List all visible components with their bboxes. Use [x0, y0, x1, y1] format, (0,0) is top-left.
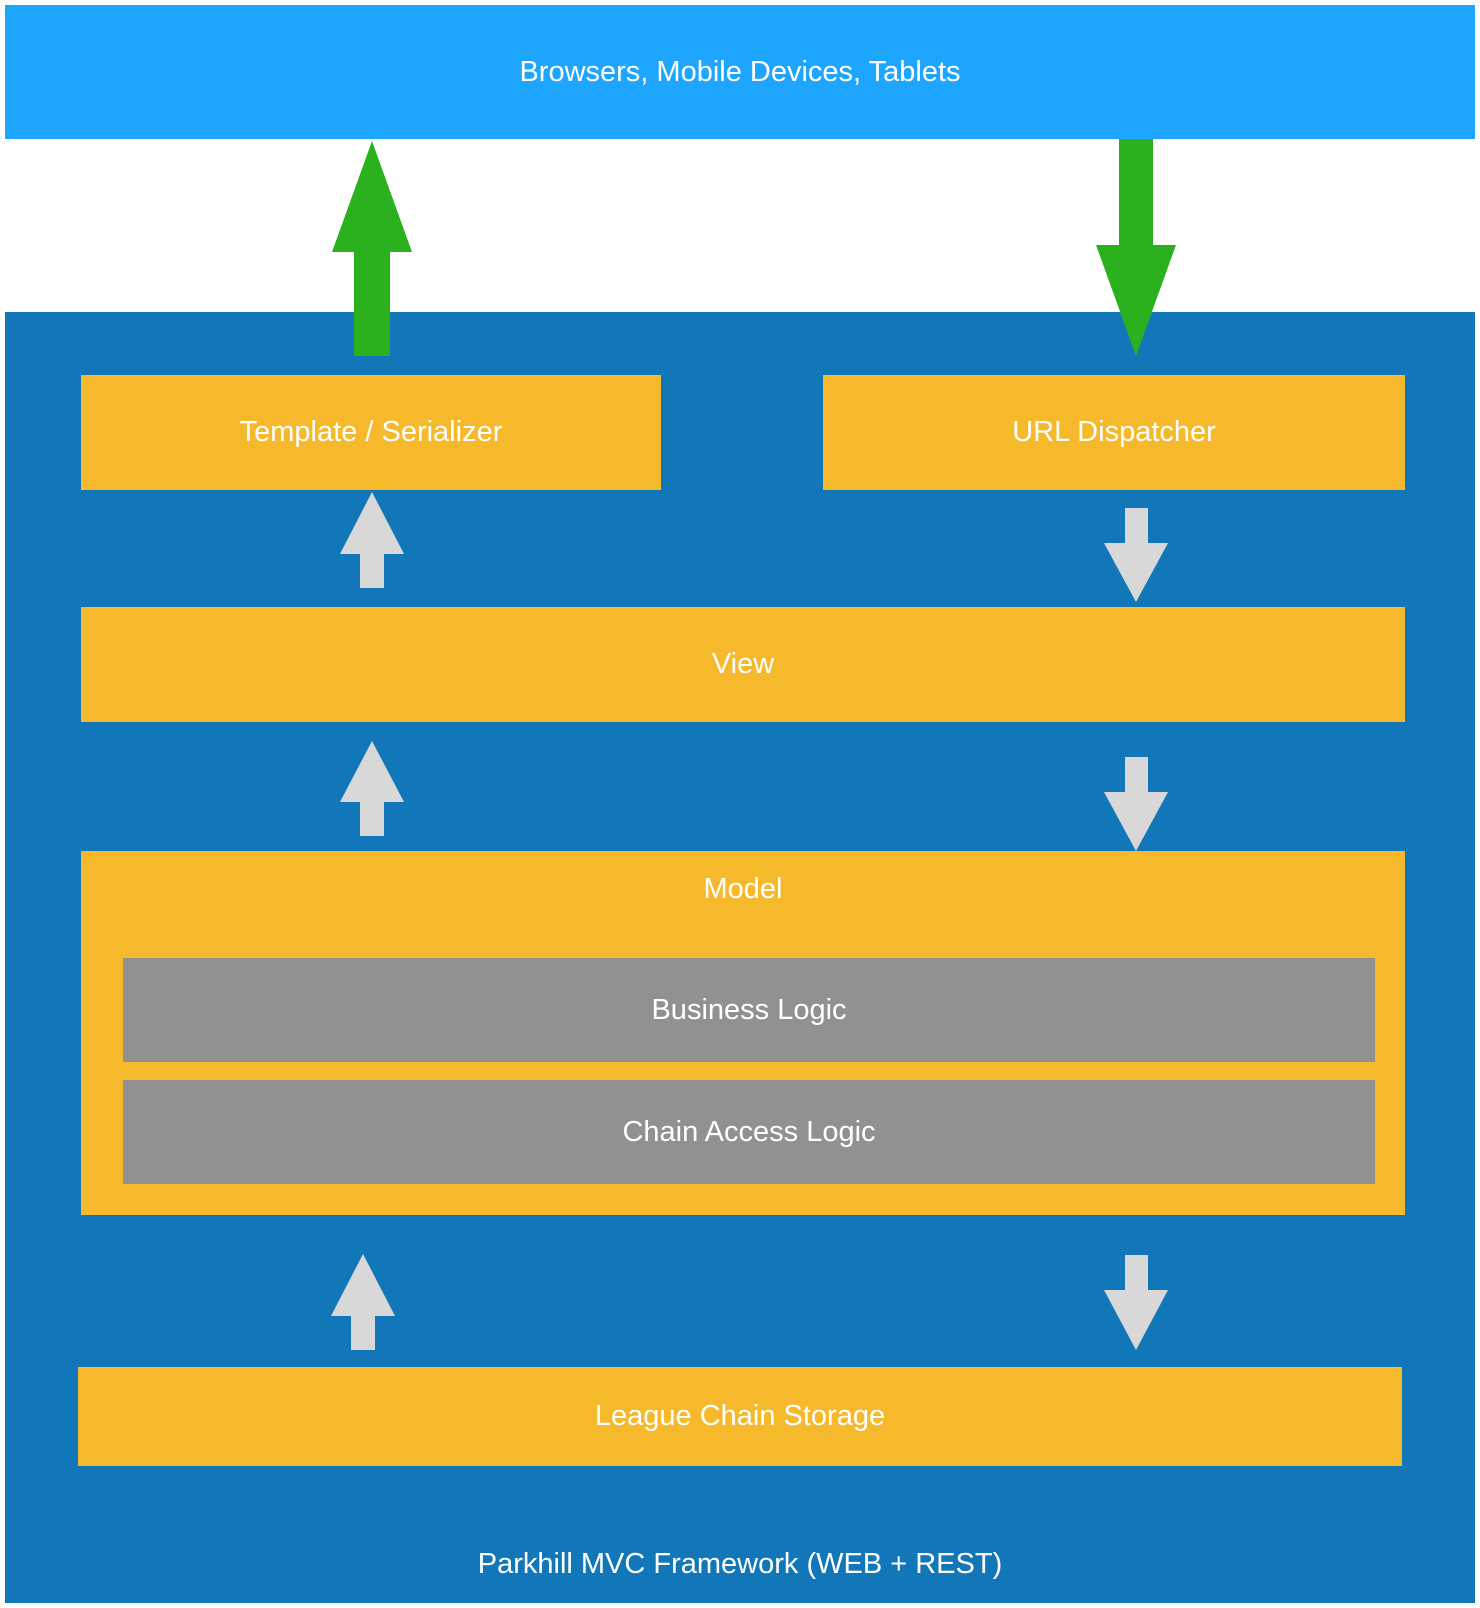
model-label: Model [703, 872, 783, 905]
view-label: View [711, 648, 775, 680]
league-chain-storage-label: League Chain Storage [594, 1400, 886, 1432]
template-serializer-box: Template / Serializer [81, 375, 661, 490]
business-logic-box: Business Logic [123, 958, 1375, 1062]
template-serializer-label: Template / Serializer [239, 416, 503, 448]
url-dispatcher-label: URL Dispatcher [1012, 416, 1216, 448]
league-chain-storage-box: League Chain Storage [78, 1367, 1402, 1466]
clients-label: Browsers, Mobile Devices, Tablets [519, 55, 961, 88]
chain-access-logic-label: Chain Access Logic [622, 1115, 876, 1148]
view-box: View [81, 607, 1405, 722]
business-logic-label: Business Logic [651, 993, 847, 1026]
url-dispatcher-box: URL Dispatcher [823, 375, 1405, 490]
clients-box: Browsers, Mobile Devices, Tablets [5, 5, 1475, 139]
chain-access-logic-box: Chain Access Logic [123, 1080, 1375, 1184]
framework-label: Parkhill MVC Framework (WEB + REST) [477, 1547, 1003, 1580]
